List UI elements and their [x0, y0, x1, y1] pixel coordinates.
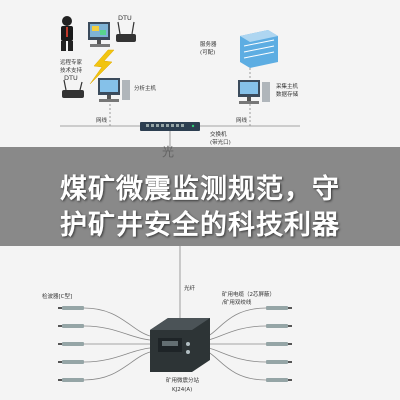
- remote-expert-person-icon: [61, 16, 73, 51]
- switch-label-line1: 交换机: [210, 130, 227, 138]
- switch-label-line2: (带光口): [210, 138, 231, 146]
- collector-label-line1: 采集主机: [276, 82, 299, 90]
- expert-label-line1: 远程专家: [60, 58, 83, 66]
- network-label-left: 网线: [96, 116, 108, 124]
- dtu-label-2: DTU: [64, 74, 78, 82]
- microseismic-station-icon: [150, 318, 210, 372]
- server-icon: [240, 30, 278, 68]
- network-label-right: 网线: [236, 116, 248, 124]
- dtu-modem-icon-2: [62, 79, 84, 98]
- server-label-line2: (可配): [200, 49, 215, 56]
- expert-computer-icon: [88, 22, 110, 47]
- station-label-line2: KJ24(A): [172, 387, 192, 393]
- geophone-icon: [266, 378, 292, 382]
- sensor-cables: [83, 307, 267, 381]
- geophone-icon: [266, 360, 292, 364]
- cable-label-line2: /矿用双绞线: [222, 298, 252, 306]
- server-label-line1: 服务器: [200, 40, 217, 48]
- station-label-line1: 矿用微震分站: [166, 376, 200, 384]
- geophone-icon: [58, 324, 84, 328]
- geophone-icon: [266, 342, 292, 346]
- dtu-modem-icon-1: [116, 21, 136, 42]
- geophone-icon: [266, 306, 292, 310]
- left-geophone-group: [58, 306, 84, 382]
- analysis-host-label: 分析主机: [134, 84, 157, 92]
- title-banner: 煤矿微震监测规范，守 护矿井安全的科技利器: [0, 147, 400, 246]
- top-network-lines: [109, 68, 251, 125]
- banner-title-line1: 煤矿微震监测规范，守: [60, 174, 340, 205]
- collector-computer-icon: [238, 80, 270, 104]
- expert-label-line2: 技术支持: [60, 66, 83, 74]
- analysis-host-computer-icon: [98, 78, 130, 102]
- right-geophone-group: [266, 306, 292, 382]
- fiber-label: 光纤: [184, 284, 196, 292]
- geophone-icon: [58, 342, 84, 346]
- geophone-icon: [58, 360, 84, 364]
- collector-label-line2: 数据存储: [276, 90, 299, 98]
- geophone-icon: [58, 378, 84, 382]
- cable-label-line1: 矿用电缆（2芯屏蔽）: [222, 290, 275, 298]
- geophone-icon: [58, 306, 84, 310]
- banner-title-line2: 护矿井安全的科技利器: [60, 210, 340, 241]
- geophone-icon: [266, 324, 292, 328]
- network-switch-icon: [140, 122, 200, 131]
- wireless-lightning-icon: [89, 49, 115, 85]
- sensor-group-label: 检波器[C型]: [42, 292, 72, 300]
- dtu-label-1: DTU: [118, 14, 132, 22]
